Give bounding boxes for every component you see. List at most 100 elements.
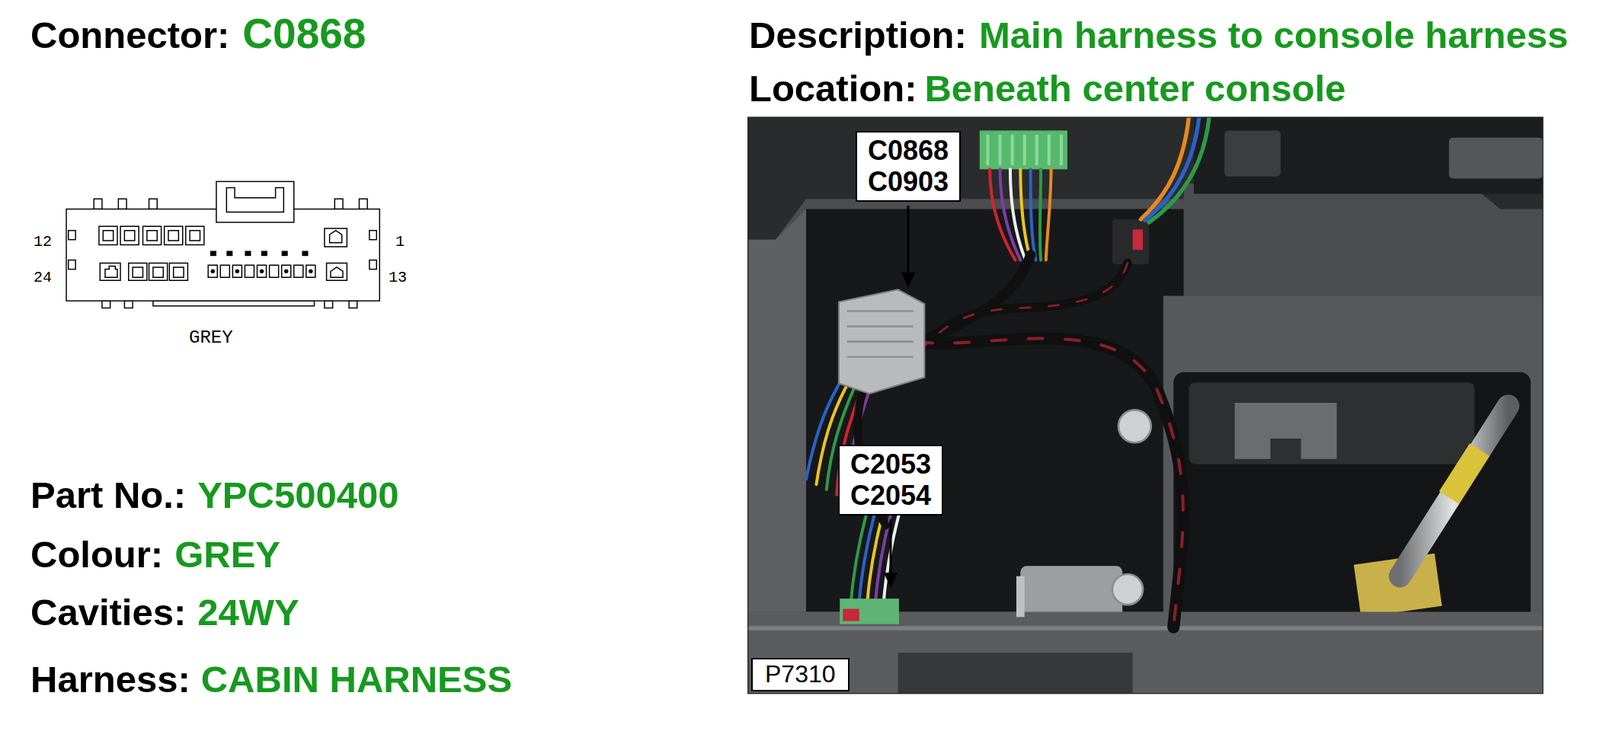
field-key: Part No.: [30, 476, 186, 515]
field-key: Harness: [30, 661, 191, 699]
cavity [143, 226, 162, 245]
callout-arrows [883, 205, 916, 589]
rod-band [1449, 450, 1480, 499]
terminal-dot [259, 269, 264, 274]
connector-lock [842, 609, 859, 622]
arrowhead [883, 572, 898, 589]
trim-edge [748, 626, 1543, 631]
arrowhead [901, 272, 916, 288]
wire-group [806, 117, 1210, 602]
pin-number: 24 [33, 270, 52, 286]
field-key: Location: [748, 70, 917, 108]
cavity [326, 263, 348, 282]
shift-rod [1400, 406, 1509, 577]
console-cavity [806, 209, 1184, 613]
wire [1046, 169, 1052, 260]
leader-arrow [907, 205, 910, 276]
wire [1040, 169, 1041, 260]
callout-label: P7310 [764, 661, 836, 689]
field-value: CABIN HARNESS [201, 661, 512, 699]
green-connector [839, 598, 900, 624]
connector-ribs [987, 134, 1061, 166]
callout-box: C0868 C0903 [855, 131, 961, 202]
colour-caption: GREY [188, 329, 234, 348]
connector-lock [1132, 229, 1143, 250]
green-connector [979, 130, 1068, 170]
field-key: Description: [748, 16, 967, 55]
field-value: Main harness to console harness [979, 16, 1568, 55]
cavity [149, 263, 168, 282]
terminal-mark [210, 250, 217, 256]
housing-tab [334, 198, 343, 209]
terminal-mark [226, 250, 233, 256]
housing-tab [102, 300, 111, 308]
leader-arrow [889, 519, 893, 576]
terminal-mark [261, 250, 268, 256]
cavity [99, 226, 118, 245]
connector-face-drawing [66, 181, 380, 308]
field-value: YPC500400 [197, 476, 399, 515]
keying-slot [369, 230, 377, 240]
housing-tab [124, 300, 133, 308]
terminal-mark [244, 250, 251, 256]
mini-cavity-row [208, 265, 316, 278]
stud [1016, 576, 1025, 618]
terminal-dot [235, 269, 240, 274]
photo-ground [748, 117, 1543, 695]
photo-frame [748, 117, 1543, 695]
lower-opening [898, 652, 1133, 695]
mini-terminal-marks [210, 250, 314, 273]
upper-bracket [1193, 117, 1543, 194]
connector-ribs [847, 310, 914, 357]
latch-housing [216, 181, 295, 223]
field-key: Colour: [30, 536, 164, 574]
housing-tab [324, 300, 333, 308]
tape-stripe [918, 338, 1183, 628]
wire [1030, 169, 1037, 260]
cavity [128, 263, 148, 282]
cavity [99, 263, 121, 282]
pin-number: 12 [33, 234, 52, 250]
field-value: GREY [174, 536, 281, 574]
bolt-head [1118, 409, 1152, 443]
node-layer: C0868 C0903C2053 C2054P7310 [0, 0, 1600, 71]
selector-plate [1188, 382, 1475, 464]
terminal-dot [211, 269, 215, 274]
harness-bundle [918, 338, 1183, 628]
terminal-mark [281, 250, 288, 256]
cavity [164, 226, 183, 245]
keying-slot [68, 230, 76, 240]
cavity [120, 226, 139, 245]
selector-cutout [1235, 403, 1338, 460]
label-layer: Connector:C0868Description:Main harness … [0, 0, 1600, 42]
cavity [185, 226, 205, 245]
callout-label: C2053 C2054 [850, 449, 932, 512]
keying-slot [68, 260, 76, 270]
housing-tab [348, 300, 358, 308]
connector-id: C0868 [242, 12, 366, 55]
cavity [169, 263, 188, 282]
pin-number: 1 [395, 234, 405, 250]
black-connector [1112, 219, 1149, 265]
bolt-head [1112, 574, 1143, 605]
housing-tab [358, 198, 368, 209]
callout-box: C2053 C2054 [838, 444, 944, 516]
housing-rail [153, 300, 315, 307]
terminal-dot [308, 269, 313, 274]
housing-tab [149, 198, 158, 209]
wire [1020, 169, 1031, 260]
location-photo [748, 117, 1543, 695]
tape-stripe [923, 263, 1128, 348]
keying-slot [369, 260, 377, 270]
wire [806, 379, 842, 480]
housing-tab [118, 198, 127, 209]
field-key: Cavities: [30, 594, 186, 632]
cavity [324, 228, 347, 247]
field-value: Beneath center console [924, 70, 1346, 108]
bracket-panel [1224, 130, 1281, 176]
callout-label: C0868 C0903 [867, 135, 949, 198]
grey-connector [838, 289, 925, 394]
field-value: 24WY [197, 594, 299, 632]
terminal-dot [284, 269, 288, 274]
wire [1148, 117, 1210, 223]
